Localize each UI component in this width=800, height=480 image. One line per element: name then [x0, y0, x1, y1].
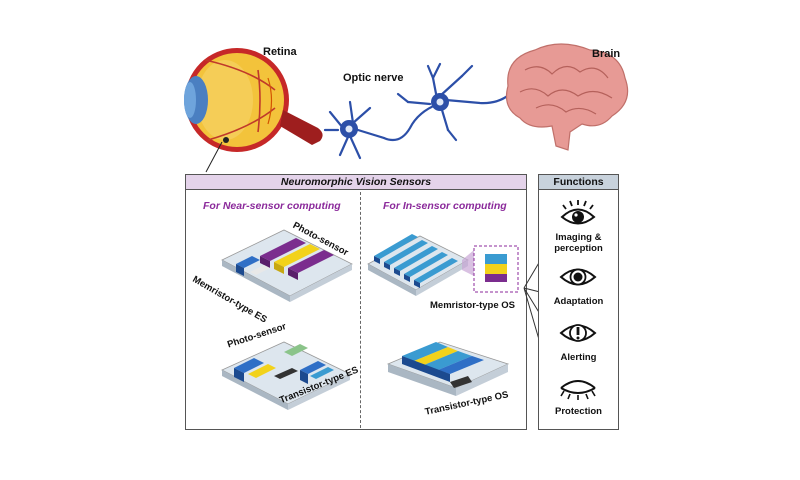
- function-adaptation-label: Adaptation: [553, 296, 604, 307]
- transistor-es-device: [221, 341, 351, 410]
- optic-nerve-label: Optic nerve: [343, 72, 404, 84]
- eye-icon: [559, 268, 597, 286]
- near-sensor-title: For Near-sensor computing: [203, 200, 341, 212]
- neuromorphic-sensors-title: Neuromorphic Vision Sensors: [185, 174, 527, 190]
- biological-vision-illustration: [184, 43, 629, 173]
- eye-illustration: [184, 48, 323, 173]
- optic-nerve-neurons: [323, 62, 512, 160]
- panel-divider: [360, 192, 361, 428]
- retina-label: Retina: [263, 46, 297, 58]
- closed-eye-icon: [560, 380, 596, 400]
- brain-illustration: [505, 43, 629, 151]
- function-imaging-label: Imaging & perception: [554, 232, 603, 254]
- alert-eye-icon: [559, 324, 597, 342]
- memristor-os-device: [367, 234, 519, 296]
- brain-label: Brain: [592, 48, 621, 60]
- functions-title: Functions: [538, 174, 619, 190]
- in-sensor-title: For In-sensor computing: [383, 200, 507, 212]
- memristor-es-device: [221, 229, 353, 302]
- eye-with-lashes-icon: [560, 200, 596, 225]
- transistor-os-device: [386, 341, 510, 396]
- function-alerting-label: Alerting: [560, 352, 597, 363]
- memristor-os-label: Memristor-type OS: [430, 300, 515, 311]
- function-protection-label: Protection: [555, 406, 602, 417]
